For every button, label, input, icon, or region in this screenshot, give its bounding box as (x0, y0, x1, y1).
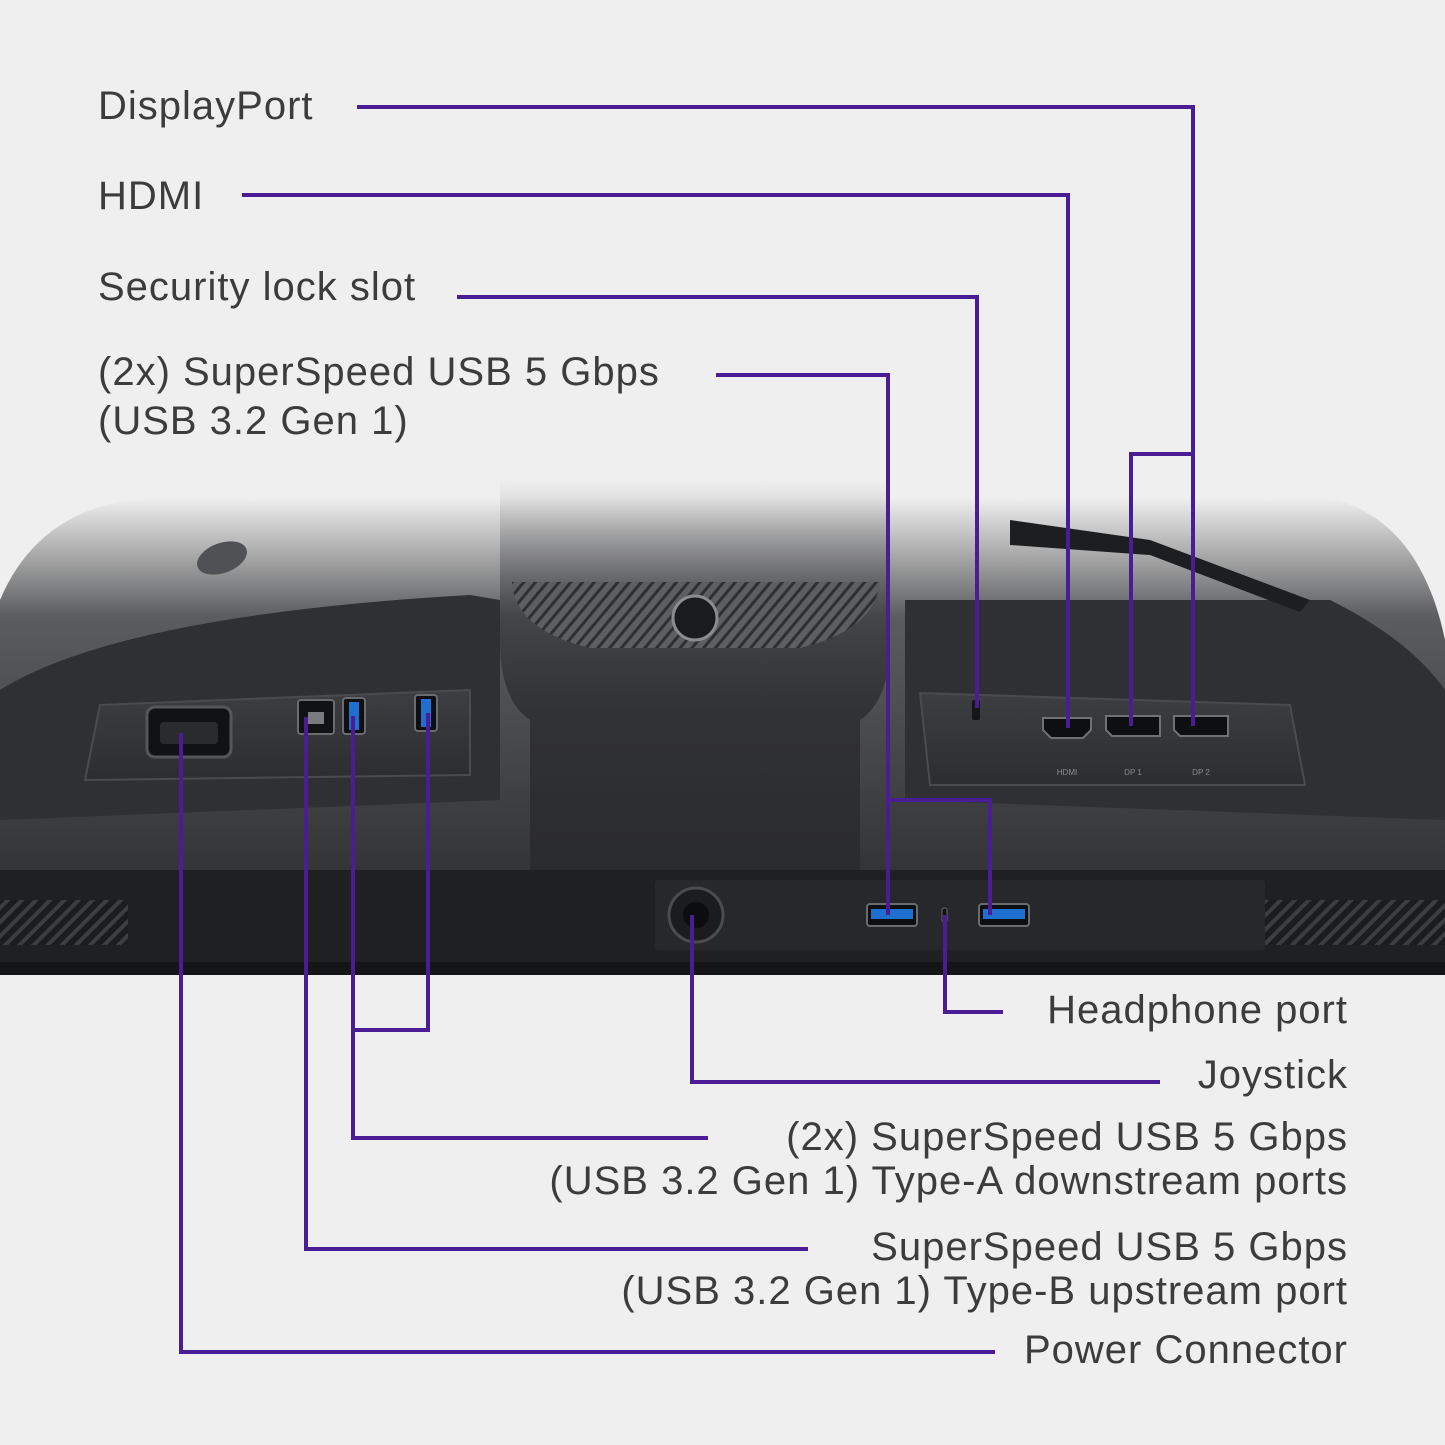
leader-displayport (357, 105, 1195, 726)
joystick-cap (683, 902, 709, 928)
leader-hdmi (242, 193, 1070, 728)
port-marking-hdmi: HDMI (1057, 768, 1077, 777)
label-usb-down-line1: (2x) SuperSpeed USB 5 Gbps (786, 1115, 1348, 1159)
label-power: Power Connector (1023, 1328, 1348, 1372)
displayport-2-port (1173, 715, 1229, 737)
leader-headphone (943, 915, 1003, 1014)
leader-displayport-branch (1129, 452, 1193, 726)
usb-a-bottom-port-2-tongue (983, 909, 1025, 919)
power-connector-inner (160, 722, 218, 744)
label-usb-top-line2: (USB 3.2 Gen 1) (98, 399, 409, 443)
leader-lines (179, 105, 1195, 1354)
alienware-logo-icon (197, 541, 247, 575)
label-usb-top-line1: (2x) SuperSpeed USB 5 Gbps (98, 350, 660, 394)
label-security-lock: Security lock slot (98, 265, 417, 309)
leader-security-lock (457, 295, 979, 708)
leader-usb-down (351, 716, 708, 1140)
alienware-rear-emblem (1010, 520, 1310, 612)
usb-b-tongue (308, 712, 324, 724)
left-port-panel (83, 688, 471, 782)
label-headphone: Headphone port (1047, 988, 1348, 1032)
stand-cable-hole (671, 594, 719, 642)
right-speaker-grill (1265, 900, 1445, 945)
stand-column (500, 480, 890, 870)
front-bezel-strip (655, 880, 1265, 950)
label-joystick: Joystick (1197, 1053, 1348, 1097)
leader-usb-up (304, 717, 808, 1251)
label-displayport: DisplayPort (98, 84, 314, 128)
leader-usb-top (716, 373, 890, 915)
usb-a-bottom-port-1-tongue (871, 909, 913, 919)
label-usb-up-line2: (USB 3.2 Gen 1) Type-B upstream port (621, 1269, 1348, 1313)
leader-usb-down-branch (353, 713, 430, 1032)
leader-usb-top-branch (888, 798, 992, 915)
leader-power (179, 733, 995, 1354)
label-usb-down-line2: (USB 3.2 Gen 1) Type-A downstream ports (549, 1159, 1348, 1203)
left-speaker-grill (0, 900, 128, 945)
label-usb-up-line1: SuperSpeed USB 5 Gbps (871, 1225, 1348, 1269)
port-marking-dp1: DP 1 (1124, 768, 1142, 777)
monitor-bottom-edge (0, 962, 1445, 975)
label-hdmi: HDMI (98, 174, 205, 218)
port-marking-dp2: DP 2 (1192, 768, 1210, 777)
leader-joystick (690, 915, 1160, 1084)
